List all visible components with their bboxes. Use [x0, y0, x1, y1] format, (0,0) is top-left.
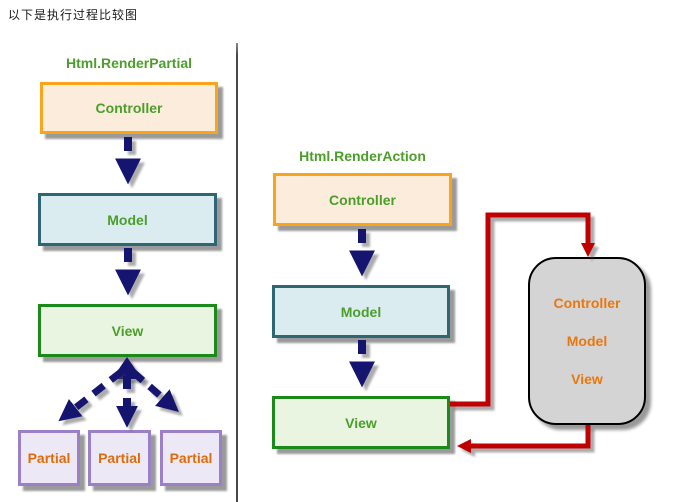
left-controller-label: Controller	[95, 100, 163, 116]
right-view-box: View	[272, 396, 450, 449]
partial-label-1: Partial	[27, 450, 71, 466]
right-diagram-header: Html.RenderAction	[299, 148, 426, 164]
right-controller-label: Controller	[329, 191, 396, 208]
view-to-partial3-arrow	[130, 369, 179, 413]
column-divider	[236, 43, 238, 502]
partial-box-3: Partial	[160, 430, 222, 486]
right-controller-box: Controller	[273, 173, 452, 226]
left-model-label: Model	[107, 211, 148, 228]
right-view-label: View	[345, 414, 377, 431]
view-to-partial1-arrow	[58, 369, 124, 422]
left-model-box: Model	[38, 193, 217, 246]
subprocess-to-view-arrow	[457, 425, 591, 453]
inner-model-label: Model	[566, 333, 608, 349]
right-model-box: Model	[272, 285, 450, 338]
view-junction-up-arrow	[112, 357, 142, 379]
left-view-box: View	[38, 304, 217, 357]
inner-view-label: View	[571, 371, 603, 387]
left-view-label: View	[111, 322, 144, 339]
mvc-subprocess-box: Controller Model View	[528, 257, 646, 425]
left-controller-box: Controller	[40, 82, 218, 134]
inner-controller-label: Controller	[553, 295, 621, 311]
partial-label-2: Partial	[98, 450, 141, 466]
partial-box-2: Partial	[88, 430, 151, 486]
partial-label-3: Partial	[169, 450, 213, 466]
left-diagram-header: Html.RenderPartial	[65, 55, 193, 71]
right-model-label: Model	[340, 303, 382, 320]
partial-box-1: Partial	[18, 430, 80, 486]
page-title: 以下是执行过程比较图	[8, 8, 139, 22]
